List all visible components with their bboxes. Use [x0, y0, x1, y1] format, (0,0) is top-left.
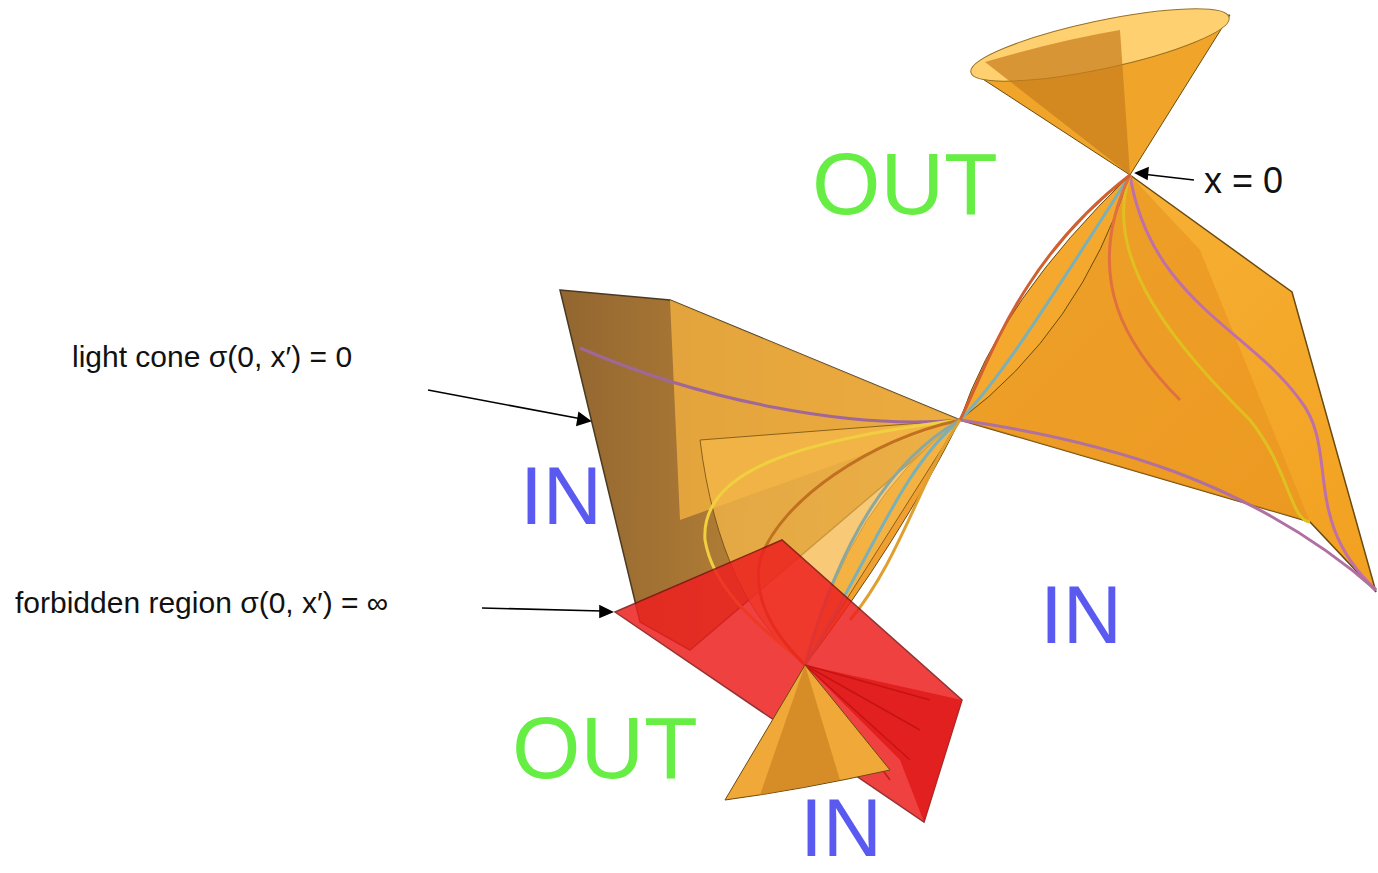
apex-label: x = 0	[1204, 163, 1283, 199]
region-label: OUT	[812, 140, 998, 228]
callout-label: light cone σ(0, x′) = 0	[72, 342, 352, 372]
region-label: IN	[1040, 574, 1122, 656]
region-label: OUT	[512, 704, 698, 792]
region-label: IN	[520, 455, 602, 537]
callout-label: forbidden region σ(0, x′) = ∞	[15, 588, 388, 618]
region-label: IN	[800, 787, 882, 869]
